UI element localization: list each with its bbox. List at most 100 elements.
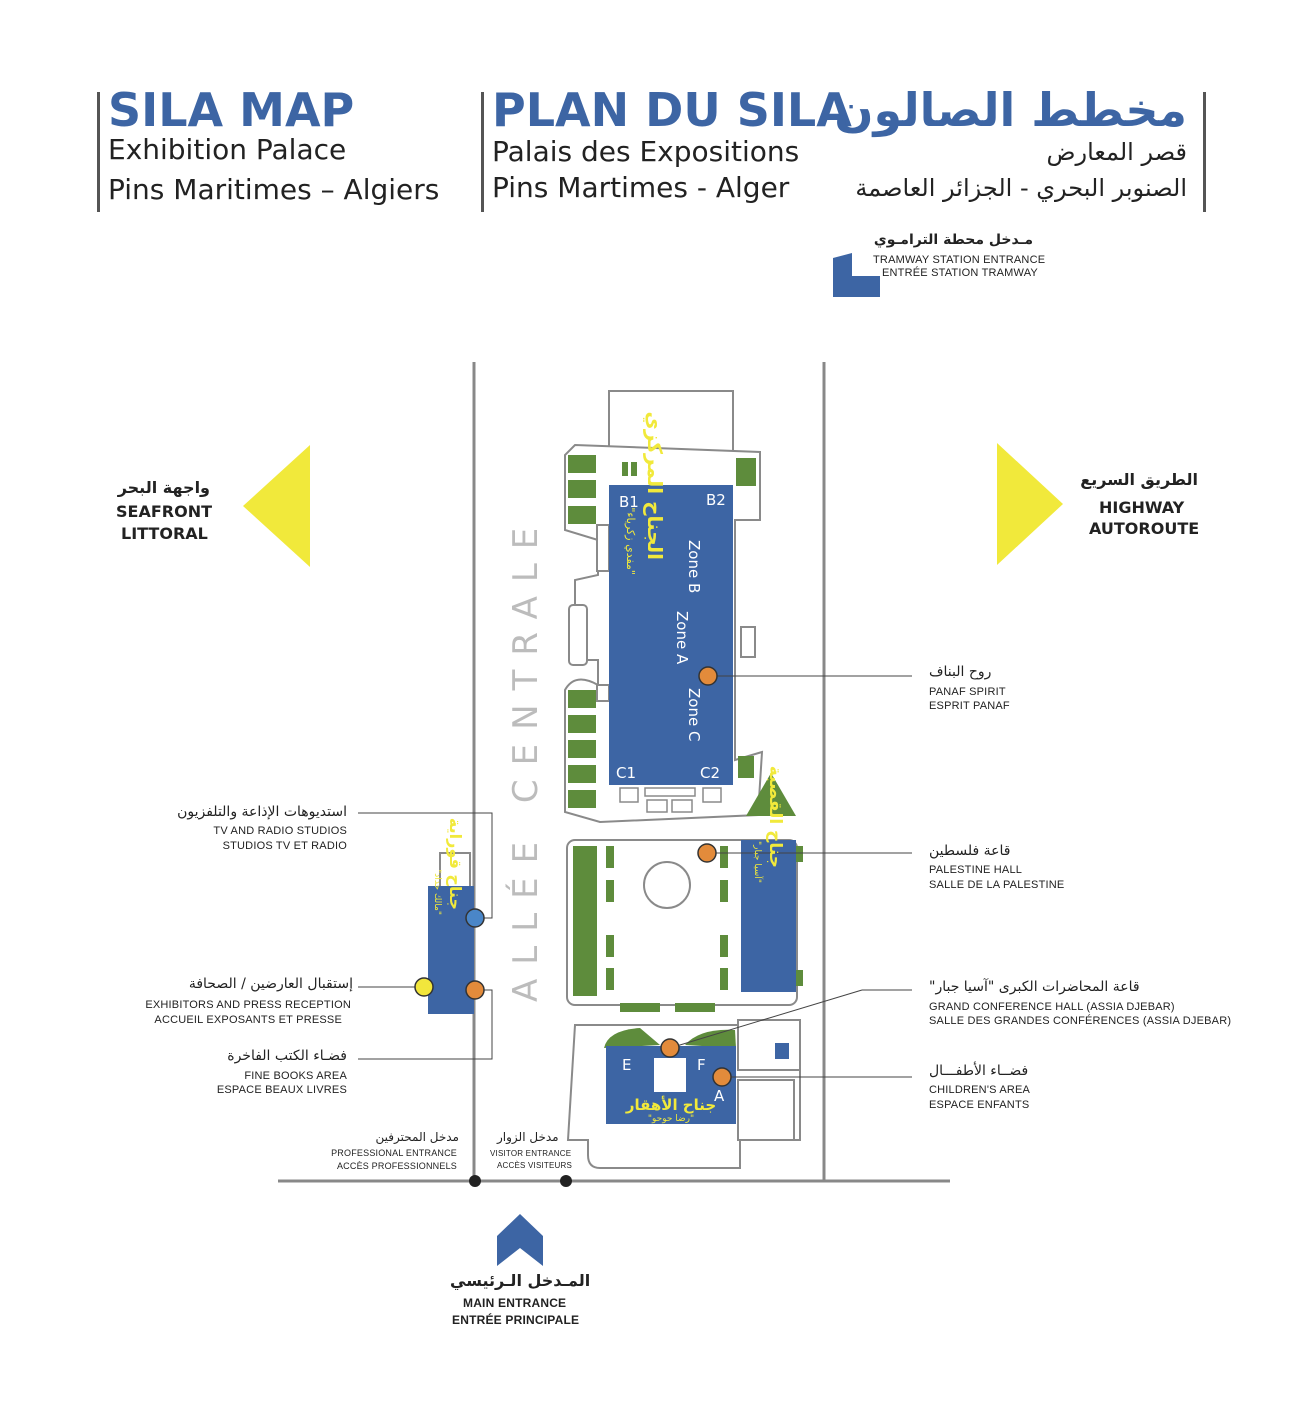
zone-b1: B1 (619, 493, 639, 511)
main-entrance-fr: ENTRÉE PRINCIPALE (452, 1313, 580, 1327)
children-marker[interactable] (712, 1067, 732, 1087)
ahaggar-court (654, 1058, 686, 1092)
tramway-label-fr: ENTRÉE STATION TRAMWAY (882, 267, 1038, 279)
highway-label-en: HIGHWAY (1099, 498, 1185, 517)
seafront-label-fr: LITTORAL (121, 524, 208, 543)
children-label-fr: ESPACE ENFANTS (929, 1099, 1030, 1111)
ahaggar-e-label: E (622, 1056, 631, 1074)
title-fr: PLAN DU SILA (492, 83, 852, 137)
children-label-ar: فضــاء الأطفـــال (929, 1063, 1029, 1079)
central-pavilion-name: الجناح المركزي (642, 412, 667, 560)
side-annex-left (568, 604, 588, 666)
tramway-label-ar: مـدخل محطة الترامـوي (873, 232, 1033, 248)
green-triangle (746, 773, 796, 816)
seafront-label-en: SEAFRONT (116, 502, 212, 521)
conference-label-fr: SALLE DES GRANDES CONFÉRENCES (ASSIA DJE… (929, 1015, 1232, 1027)
visitor-entrance-dot (560, 1175, 572, 1187)
professional-entrance-fr: ACCÈS PROFESSIONNELS (336, 1161, 457, 1171)
right-pavilion-name: جناح القصبة (765, 766, 785, 868)
ahaggar-pavilion-name: جناح الأهقار (625, 1096, 716, 1114)
studios-marker[interactable] (465, 908, 485, 928)
title-en: SILA MAP (108, 83, 355, 137)
finebooks-label-ar: فضـاء الكتب الفاخرة (227, 1048, 347, 1064)
visitor-entrance-ar: مدخل الزوار (497, 1130, 559, 1144)
palestine-label-ar: قاعة فلسطين (929, 843, 1011, 859)
side-annex-right (740, 626, 756, 658)
seafront-arrow-icon (243, 445, 310, 567)
zone-c1: C1 (616, 764, 636, 782)
subtitle-fr-2: Pins Martimes - Alger (492, 171, 790, 204)
reception-label-en: EXHIBITORS AND PRESS RECEPTION (145, 999, 351, 1011)
finebooks-label-fr: ESPACE BEAUX LIVRES (216, 1084, 347, 1096)
professional-entrance-en: PROFESSIONAL ENTRANCE (331, 1148, 457, 1158)
central-pavilion-subname: "مفدي زكرياء" (624, 507, 637, 575)
palestine-label-en: PALESTINE HALL (929, 864, 1023, 876)
panaf-label-fr: ESPRIT PANAF (929, 700, 1010, 712)
highway-label-fr: AUTOROUTE (1089, 519, 1200, 538)
conference-label-en: GRAND CONFERENCE HALL (ASSIA DJEBAR) (929, 1001, 1175, 1013)
zone-b2: B2 (706, 491, 726, 509)
panaf-label-ar: روح البناف (929, 664, 992, 680)
subtitle-ar-1: قصر المعارض (1046, 138, 1187, 166)
ahaggar-pavilion-subname: "رضا حوحو" (648, 1114, 694, 1124)
reception-marker[interactable] (414, 977, 434, 997)
small-box-1 (596, 524, 610, 572)
left-pavilion-name: جناح قوراية (446, 818, 465, 910)
title-ar: مخطط الصالون (834, 83, 1187, 137)
allee-centrale-label: ALLÉE CENTRALE (505, 514, 546, 1002)
main-entrance-arrow-icon (497, 1214, 543, 1266)
right-pavilion (741, 840, 796, 992)
conference-marker[interactable] (660, 1038, 680, 1058)
highway-label-ar: الطريق السريع (1080, 470, 1198, 489)
studios-label-en: TV AND RADIO STUDIOS (213, 825, 347, 837)
subtitle-en-2: Pins Maritimes – Algiers (108, 173, 440, 206)
children-label-en: CHILDREN'S AREA (929, 1084, 1031, 1096)
annex-right-bottom-2 (737, 1079, 795, 1141)
panaf-marker[interactable] (698, 666, 718, 686)
tramway-label-en: TRAMWAY STATION ENTRANCE (873, 254, 1046, 266)
palestine-label-fr: SALLE DE LA PALESTINE (929, 879, 1065, 891)
central-pavilion (609, 485, 733, 785)
highway-arrow-icon (997, 443, 1063, 565)
right-pavilion-subname: "آسيا جبار" (752, 841, 764, 883)
visitor-entrance-fr: ACCÈS VISITEURS (497, 1161, 573, 1170)
annex-right-bottom (737, 1019, 801, 1071)
subtitle-ar-2: الصنوبر البحري - الجزائر العاصمة (855, 174, 1187, 202)
conference-label-ar: قاعة المحاضرات الكبرى "آسيا جبار" (929, 979, 1140, 995)
small-blue-square (775, 1043, 789, 1059)
zone-c2: C2 (700, 764, 720, 782)
zone-a-label: Zone A (673, 611, 691, 665)
left-pavilion-subname: "مالك حداد" (432, 869, 442, 915)
main-entrance-en: MAIN ENTRANCE (463, 1296, 567, 1310)
header-divider-right (1203, 92, 1206, 212)
studios-label-ar: استديوهات الإذاعة والتلفزيون (177, 804, 347, 820)
main-entrance-ar: المـدخل الـرئيسي (450, 1271, 591, 1290)
subtitle-en-1: Exhibition Palace (108, 133, 347, 166)
finebooks-marker[interactable] (465, 980, 485, 1000)
seafront-label-ar: واجهة البحر (117, 478, 210, 497)
green-square-borders (573, 846, 803, 1012)
professional-entrance-dot (469, 1175, 481, 1187)
palestine-marker[interactable] (697, 843, 717, 863)
header-divider-mid (481, 92, 484, 212)
green-roof-right (685, 1029, 736, 1048)
small-box-2 (596, 684, 610, 702)
north-annex (608, 390, 734, 454)
studios-label-fr: STUDIOS TV ET RADIO (222, 840, 347, 852)
reception-label-ar: إستقبال العارضين / الصحافة (188, 976, 353, 992)
panaf-label-en: PANAF SPIRIT (929, 686, 1006, 698)
tramway-arrow-icon (833, 253, 880, 297)
zone-b-label: Zone B (685, 540, 703, 593)
ahaggar-a-label: A (714, 1087, 725, 1105)
subtitle-fr-1: Palais des Expositions (492, 135, 800, 168)
green-blocks-central-left (568, 455, 756, 808)
reception-label-fr: ACCUEIL EXPOSANTS ET PRESSE (154, 1014, 342, 1026)
header-divider-left (97, 92, 100, 212)
visitor-entrance-en: VISITOR ENTRANCE (490, 1149, 572, 1158)
ahaggar-f-label: F (697, 1056, 706, 1074)
green-roof-left (604, 1028, 660, 1048)
fountain-circle (643, 861, 691, 909)
zone-c-label: Zone C (685, 688, 703, 741)
finebooks-label-en: FINE BOOKS AREA (244, 1070, 347, 1082)
